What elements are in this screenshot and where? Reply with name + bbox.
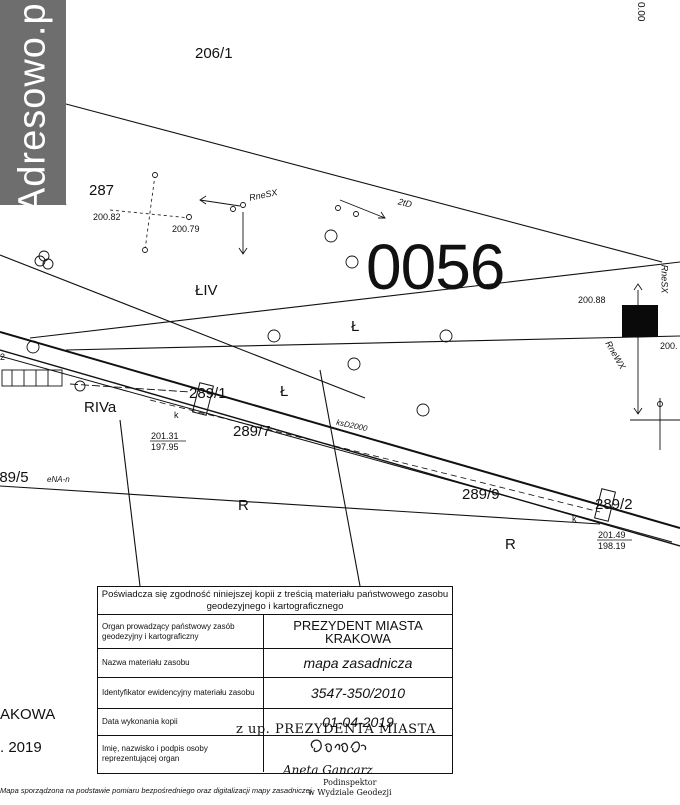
pillar-marker: k <box>174 410 179 420</box>
elevation-label: 200.82 <box>93 212 121 222</box>
row-label: Organ prowadzący państwowy zasób geodezy… <box>98 615 264 648</box>
watermark-logo: Adresowo.pl <box>0 0 66 213</box>
fence-strip <box>1 369 63 387</box>
elevation-label: 198.19 <box>598 541 626 551</box>
tree-symbol <box>439 329 453 343</box>
elevation-label: 201.31 <box>151 431 179 441</box>
pillar <box>191 382 215 416</box>
elevation-label: 200. <box>660 341 678 351</box>
building-block <box>622 305 658 337</box>
tree-symbol <box>74 380 86 392</box>
certification-row: Data wykonania kopii 01-04-2019 <box>98 709 452 736</box>
boundary-line <box>0 485 601 525</box>
stamp-title: Podinspektor w Wydziale Geodezji <box>308 778 392 797</box>
tree-symbol <box>345 255 359 269</box>
tree-symbol <box>324 229 338 243</box>
row-value: mapa zasadnicza <box>303 654 413 671</box>
cropped-text: . 2019 <box>0 739 42 756</box>
road-edge <box>0 331 680 529</box>
row-label: Data wykonania kopii <box>98 709 264 735</box>
edge-label: 0.00 <box>635 2 646 22</box>
gas-pipe-line <box>149 399 601 513</box>
parcel-number: 287 <box>89 182 115 199</box>
certification-row: Organ prowadzący państwowy zasób geodezy… <box>98 615 452 649</box>
elevation-label: 200.79 <box>172 224 200 234</box>
pillar-marker: k <box>572 514 577 524</box>
land-use-label: ŁIV <box>195 282 218 299</box>
utility-label: eNA-n <box>47 475 70 484</box>
road-edge <box>0 355 673 543</box>
row-value: 3547-350/2010 <box>310 684 406 701</box>
row-label: Imię, nazwisko i podpis osoby reprezentu… <box>98 736 264 772</box>
certification-table: Poświadcza się zgodność niniejszej kopii… <box>97 586 453 774</box>
parcel-number: 289/5 <box>0 469 29 486</box>
row-value: PREZYDENT MIASTA KRAKOWA <box>293 617 423 646</box>
parcel-number: 289/7 <box>233 423 271 440</box>
boundary-line <box>319 369 361 587</box>
tree-symbol <box>34 250 54 270</box>
cropped-text: AKOWA <box>0 706 56 723</box>
utility-label: RneSX <box>659 264 670 294</box>
row-label: Identyfikator ewidencyjny materiału zaso… <box>98 678 264 708</box>
sheet-number: 0056 <box>366 231 505 303</box>
certification-row: Identyfikator ewidencyjny materiału zaso… <box>98 678 452 709</box>
row-value: 01-04-2019 <box>322 713 394 730</box>
tree-symbol <box>26 340 40 354</box>
land-use-label: RIVa <box>84 399 117 416</box>
boundary-line <box>65 335 680 351</box>
elevation-label: 201.49 <box>598 530 626 540</box>
parcel-number: 289/1 <box>189 385 227 402</box>
certification-row: Imię, nazwisko i podpis osoby reprezentu… <box>98 736 452 772</box>
road-edge <box>0 349 680 547</box>
footnote: Mapa sporządzona na podstawie pomiaru be… <box>0 786 312 795</box>
land-use-label: R <box>238 497 249 514</box>
boundary-line <box>119 419 141 587</box>
land-use-label: Ł <box>351 318 360 335</box>
boundary-line <box>65 103 663 263</box>
boundary-line <box>29 261 680 339</box>
parcel-number: 289/2 <box>595 496 633 513</box>
stamp-authority: z up. PREZYDENTA MIASTA <box>236 722 436 737</box>
parcel-number: 289/9 <box>462 486 500 503</box>
land-use-label: Ł <box>280 383 289 400</box>
tree-symbol <box>416 403 430 417</box>
tree-symbol <box>267 329 281 343</box>
signer-name: Aneta Gancarz <box>283 763 373 777</box>
tree-symbol <box>347 357 361 371</box>
pillar <box>593 488 617 522</box>
land-use-label: R <box>505 536 516 553</box>
elevation-label: 197.95 <box>151 442 179 452</box>
elevation-label: 200.88 <box>578 295 606 305</box>
certification-header: Poświadcza się zgodność niniejszej kopii… <box>98 587 452 615</box>
certification-row: Nazwa materiału zasobu mapa zasadnicza <box>98 649 452 678</box>
edge-label: 2 <box>0 352 6 362</box>
boundary-line <box>0 254 366 399</box>
parcel-number: 206/1 <box>195 45 233 62</box>
signature <box>310 739 367 753</box>
row-label: Nazwa materiału zasobu <box>98 649 264 677</box>
